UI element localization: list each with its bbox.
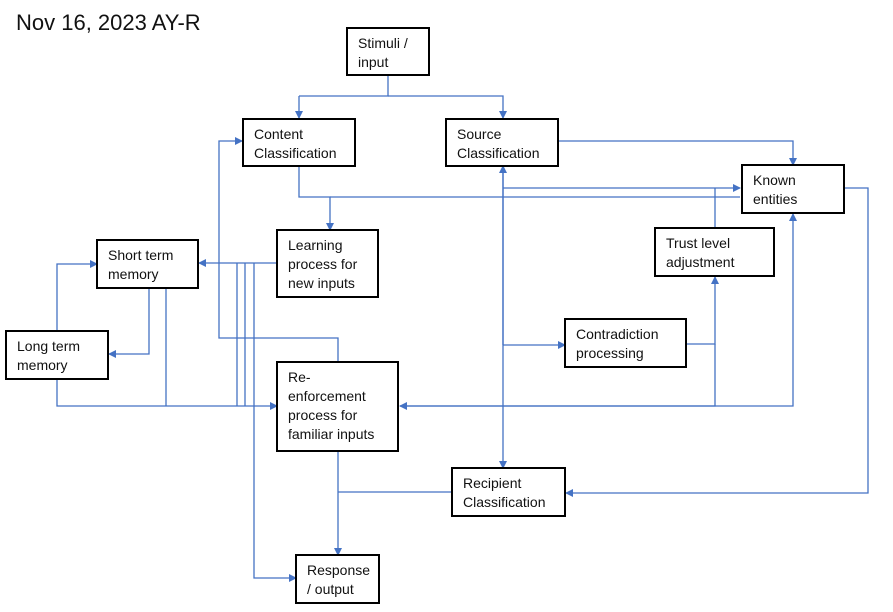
node-recipient-classification: Recipient Classification xyxy=(451,467,566,517)
edge-trust-reinforce xyxy=(399,344,716,410)
edge-stimuli-source xyxy=(388,95,507,119)
edge-reinforce-content xyxy=(218,137,339,361)
node-long-term-memory: Long term memory xyxy=(5,330,109,380)
node-short-term-memory: Short term memory xyxy=(96,239,199,289)
node-stimuli: Stimuli / input xyxy=(346,27,430,76)
edge-short-long xyxy=(108,289,150,358)
node-response-output: Response / output xyxy=(295,554,380,604)
edge-long-short xyxy=(56,260,98,330)
node-reinforcement-process: Re- enforcement process for familiar inp… xyxy=(276,361,399,452)
node-contradiction-processing: Contradiction processing xyxy=(564,318,687,368)
node-known-entities: Known entities xyxy=(741,164,845,214)
edge-stimuli-split xyxy=(299,76,389,97)
node-trust-level: Trust level adjustment xyxy=(654,227,775,277)
edge-known-recipient xyxy=(565,187,869,497)
edge-content-learning xyxy=(298,166,334,231)
page-title: Nov 16, 2023 AY-R xyxy=(16,10,201,35)
edge-long-reinforce xyxy=(56,380,278,410)
node-content-classification: Content Classification xyxy=(242,118,356,167)
edge-source-known xyxy=(559,140,797,166)
node-learning-process: Learning process for new inputs xyxy=(276,229,379,298)
node-source-classification: Source Classification xyxy=(445,118,559,167)
edge-learning-response xyxy=(253,263,297,582)
edge-contradiction-trust xyxy=(687,276,719,345)
